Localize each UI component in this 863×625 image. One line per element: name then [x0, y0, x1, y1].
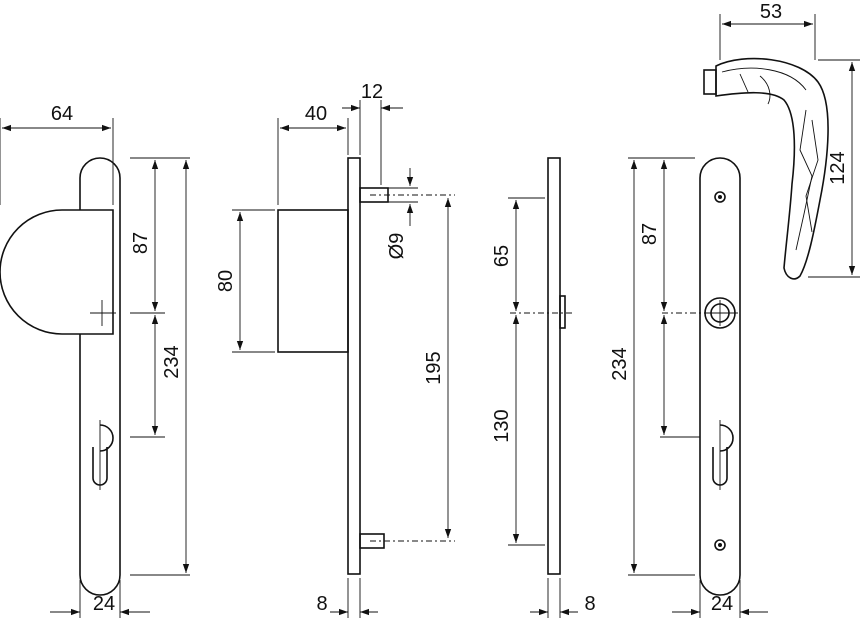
- dim-pin-diameter: Ø9: [386, 233, 408, 260]
- cylinder-hole-right: [712, 424, 734, 486]
- lever-body: [715, 57, 829, 280]
- dim-plate-width-right: 24: [711, 593, 733, 615]
- dim-hole-to-top: 65: [491, 245, 513, 267]
- screw-bottom-dot: [718, 543, 722, 547]
- dim-pin-offset: 12: [361, 81, 383, 103]
- side-plate-2: [547, 157, 561, 575]
- dim-center-to-top-left: 87: [130, 232, 152, 254]
- dim-lever-projection: 53: [760, 1, 782, 23]
- dim-knob-height: 80: [215, 270, 237, 292]
- knob-rosette: [0, 209, 114, 335]
- dim-knob-projection: 40: [305, 103, 327, 125]
- backplate-left: [79, 157, 121, 596]
- side-plate: [347, 157, 361, 575]
- dim-plate-thickness-side2: 8: [584, 593, 595, 615]
- lever-handle-view: 53 124: [703, 1, 860, 280]
- dim-rosette-depth: 64: [51, 103, 73, 125]
- dim-plate-thickness-side: 8: [316, 593, 327, 615]
- front-view-lever-plate: 87 234 24: [609, 157, 768, 618]
- side-view-knob: 40 12 80 Ø9 195 8: [215, 81, 455, 618]
- dim-pin-spacing: 195: [423, 351, 445, 384]
- front-view-knob-plate: 64 87 234 24: [0, 103, 190, 618]
- cylinder-hole-left: [92, 424, 114, 486]
- dim-hole-to-bottom: 130: [491, 409, 513, 442]
- screw-top-dot: [718, 195, 722, 199]
- side-view-plate: 65 130 8: [491, 157, 596, 618]
- spindle-stub: [559, 295, 566, 329]
- dim-center-to-top-right: 87: [639, 223, 661, 245]
- dim-plate-width-left: 24: [93, 593, 115, 615]
- dim-plate-length-left: 234: [161, 345, 183, 378]
- backplate-right: [699, 157, 741, 596]
- screw-top: [714, 191, 726, 203]
- dim-plate-length-right: 234: [609, 347, 631, 380]
- lever-spindle: [703, 69, 717, 95]
- dim-lever-length: 124: [827, 151, 849, 184]
- screw-bottom: [714, 539, 726, 551]
- knob-body: [277, 209, 349, 353]
